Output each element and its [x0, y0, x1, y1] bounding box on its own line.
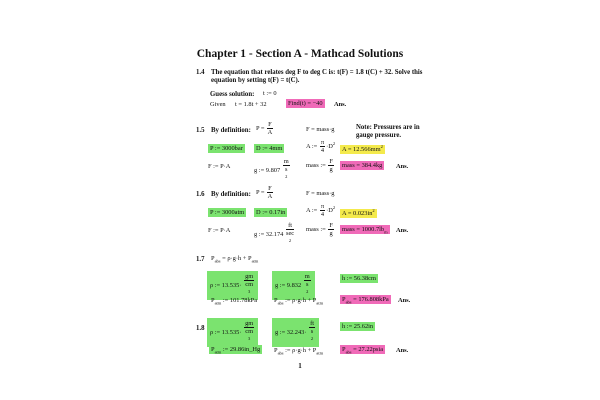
page-number: 1 — [298, 362, 302, 370]
force-definition-1-5: F = mass·g — [306, 126, 335, 133]
force-equation-1-5: F := P·A — [208, 163, 231, 170]
height-value-1-7: h := 56.38cm — [340, 274, 378, 283]
problem-1-4-text-line2: equation by setting t(F) = t(C). — [211, 77, 300, 84]
absolute-pressure-result-1-8: Pabs = 27.22psia — [340, 345, 386, 355]
pressure-value-1-5: P := 3000bar — [208, 144, 245, 153]
given-equation: t = 1.8t + 32 — [235, 101, 267, 108]
ans-1-6: Ans. — [396, 227, 409, 234]
definition-label-1-6: By definition: — [211, 191, 251, 198]
force-equation-1-6: F := P·A — [208, 227, 231, 234]
guess-value: t := 0 — [263, 90, 277, 97]
problem-number-1-5: 1.5 — [196, 127, 205, 134]
ans-1-7: Ans. — [398, 297, 411, 304]
definition-label-1-5: By definition: — [211, 127, 251, 134]
absolute-pressure-formula-1-7: Pabs := ρ·g·h + Patm — [274, 297, 324, 306]
page-title: Chapter 1 - Section A - Mathcad Solution… — [196, 48, 404, 60]
problem-number-1-8: 1.8 — [196, 325, 205, 332]
diameter-value-1-6: D := 0.17in — [254, 208, 288, 217]
mass-result-1-5: mass = 384.4kg — [340, 161, 385, 170]
ans-1-4: Ans. — [334, 101, 347, 108]
area-result-1-5: A = 12.566mm2 — [340, 144, 385, 155]
absolute-pressure-result-1-7: Pabs = 176.808kPa — [340, 295, 391, 305]
ans-1-5: Ans. — [396, 163, 409, 170]
diameter-value-1-5: D := 4mm — [254, 144, 285, 153]
ans-1-8: Ans. — [396, 347, 409, 354]
force-definition-1-6: F = mass·g — [306, 190, 335, 197]
atmospheric-pressure-1-7: Patm := 101.78kPa — [211, 297, 258, 306]
problem-1-4-text-line1: The equation that relates deg F to deg C… — [211, 69, 423, 76]
mass-result-1-6: mass = 1000.7lbm — [340, 225, 390, 235]
note-line1: Note: Pressures are in — [356, 124, 420, 131]
note-line2: gauge pressure. — [356, 132, 402, 139]
absolute-pressure-definition-1-7: Pabs = ρ·g·h + Patm — [211, 255, 259, 264]
problem-number-1-4: 1.4 — [196, 69, 205, 76]
problem-number-1-6: 1.6 — [196, 191, 205, 198]
find-result: Find(t) = −40 — [286, 99, 325, 108]
pressure-value-1-6: P := 3000atm — [208, 208, 247, 217]
guess-label: Guess solution: — [210, 91, 255, 98]
area-result-1-6: A = 0.023in2 — [340, 208, 377, 219]
given-label: Given — [210, 101, 226, 108]
atmospheric-pressure-1-8: Patm := 29.86in_Hg — [209, 345, 263, 355]
height-value-1-8: h := 25.62in — [340, 322, 376, 331]
absolute-pressure-formula-1-8: Pabs := ρ·g·h + Patm — [274, 347, 324, 356]
problem-number-1-7: 1.7 — [196, 256, 205, 263]
